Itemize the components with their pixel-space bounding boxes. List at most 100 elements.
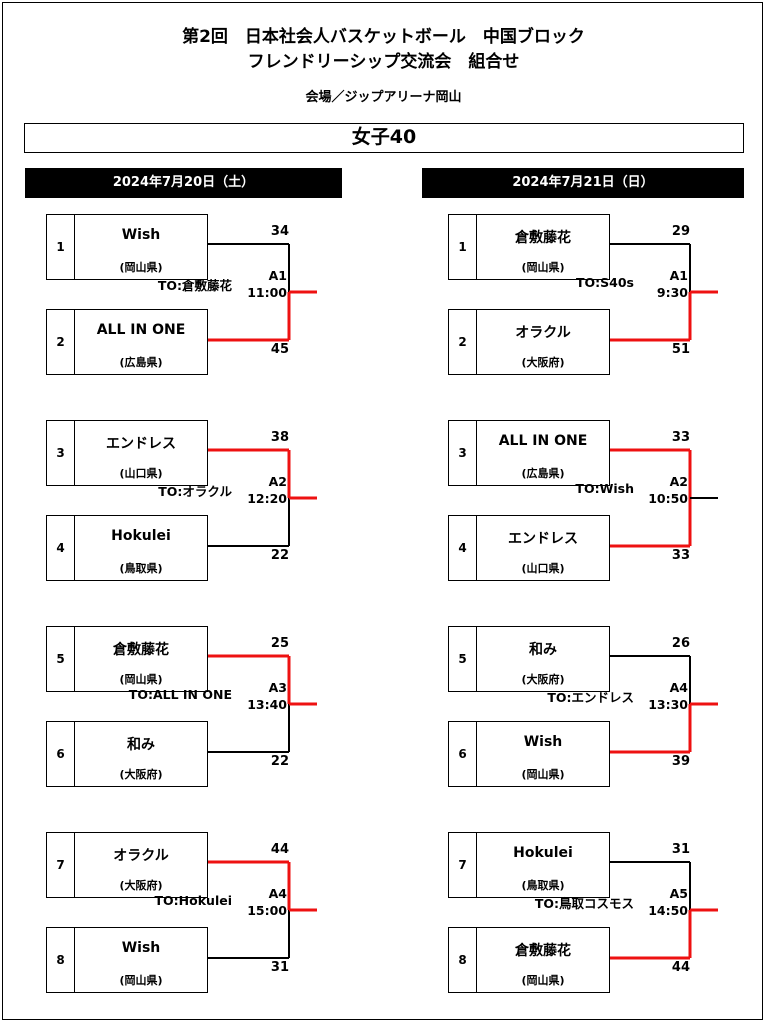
- seed-cell: 7: [47, 833, 75, 897]
- day1-game1-bottom-team: 2 ALL IN ONE (広島県): [46, 309, 208, 375]
- seed-number: 3: [56, 446, 65, 460]
- seed-number: 7: [458, 858, 467, 872]
- team-name: Wish: [523, 734, 563, 750]
- team-prefecture: (山口県): [119, 467, 163, 480]
- seed-cell: 5: [47, 627, 75, 691]
- team-name: 和み: [529, 642, 557, 658]
- team-name: Hokulei: [513, 845, 573, 861]
- seed-cell: 4: [47, 516, 75, 580]
- team-prefecture: (岡山県): [521, 768, 565, 781]
- day2-game2-top-score: 33: [671, 430, 690, 445]
- day2-game4-start-time: 14:50: [648, 903, 688, 918]
- day2-game4-game-id: A5: [669, 886, 688, 901]
- team-name: 倉敷藤花: [113, 642, 169, 658]
- page-subtitle: フレンドリーシップ交流会 組合せ: [247, 52, 520, 72]
- seed-cell: 4: [449, 516, 477, 580]
- day1-game4-top-team: 7 オラクル (大阪府): [46, 832, 208, 898]
- day1-game2-top-team: 3 エンドレス (山口県): [46, 420, 208, 486]
- day1-game2-start-time: 12:20: [247, 491, 287, 506]
- day1-game4-game-id: A4: [268, 886, 287, 901]
- seed-number: 6: [56, 747, 65, 761]
- day1-game4-table-officials: TO:Hokulei: [154, 893, 232, 908]
- seed-cell: 5: [449, 627, 477, 691]
- day2-game4-top-score: 31: [671, 842, 690, 857]
- day1-game1-top-score: 34: [270, 224, 289, 239]
- day1-game1-start-time: 11:00: [247, 285, 287, 300]
- day2-game2-bottom-score: 33: [671, 548, 690, 563]
- seed-number: 5: [458, 652, 467, 666]
- day2-game2-bottom-team: 4 エンドレス (山口県): [448, 515, 610, 581]
- team-prefecture: (山口県): [521, 562, 565, 575]
- team-name: Hokulei: [111, 528, 171, 544]
- team-name: オラクル: [113, 848, 169, 864]
- team-name: オラクル: [515, 325, 571, 341]
- day2-game1-top-score: 29: [671, 224, 690, 239]
- team-name: 倉敷藤花: [515, 230, 571, 246]
- category-banner: 女子40: [24, 123, 744, 153]
- team-prefecture: (岡山県): [119, 974, 163, 987]
- seed-number: 4: [458, 541, 467, 555]
- team-prefecture: (岡山県): [119, 261, 163, 274]
- team-name: エンドレス: [508, 531, 578, 547]
- team-name: 倉敷藤花: [515, 943, 571, 959]
- day1-game3-start-time: 13:40: [247, 697, 287, 712]
- team-prefecture: (広島県): [521, 467, 565, 480]
- seed-cell: 7: [449, 833, 477, 897]
- team-name: Wish: [121, 227, 161, 243]
- day2-game1-start-time: 9:30: [656, 285, 688, 300]
- team-prefecture: (岡山県): [521, 261, 565, 274]
- day2-game4-table-officials: TO:鳥取コスモス: [534, 896, 634, 911]
- team-name: エンドレス: [106, 436, 176, 452]
- seed-cell: 2: [47, 310, 75, 374]
- page-title: 第2回 日本社会人バスケットボール 中国ブロック: [182, 27, 585, 47]
- day2-date-header: 2024年7月21日（日）: [422, 168, 744, 198]
- day1-game4-top-score: 44: [270, 842, 289, 857]
- seed-number: 4: [56, 541, 65, 555]
- day2-game3-start-time: 13:30: [648, 697, 688, 712]
- team-name: ALL IN ONE: [96, 322, 186, 338]
- team-prefecture: (大阪府): [119, 768, 163, 781]
- day1-game3-top-score: 25: [270, 636, 289, 651]
- seed-number: 5: [56, 652, 65, 666]
- day2-game3-bottom-team: 6 Wish (岡山県): [448, 721, 610, 787]
- team-prefecture: (大阪府): [119, 879, 163, 892]
- seed-number: 2: [458, 335, 467, 349]
- day1-game2-top-score: 38: [270, 430, 289, 445]
- seed-number: 1: [56, 240, 65, 254]
- seed-number: 1: [458, 240, 467, 254]
- day2-game1-top-team: 1 倉敷藤花 (岡山県): [448, 214, 610, 280]
- venue-label: 会場／ジップアリーナ岡山: [305, 90, 462, 105]
- day2-game3-bottom-score: 39: [671, 754, 690, 769]
- day2-game1-bottom-score: 51: [671, 342, 690, 357]
- day1-game1-top-team: 1 Wish (岡山県): [46, 214, 208, 280]
- day1-game3-game-id: A3: [268, 680, 287, 695]
- day2-game1-table-officials: TO:S40s: [576, 275, 634, 290]
- day1-date-header: 2024年7月20日（土）: [25, 168, 342, 198]
- day1-game1-bottom-score: 45: [270, 342, 289, 357]
- day1-game2-bottom-score: 22: [270, 548, 289, 563]
- day2-game2-table-officials: TO:Wish: [575, 481, 634, 496]
- day1-game1-table-officials: TO:倉敷藤花: [157, 278, 232, 293]
- team-prefecture: (鳥取県): [119, 562, 163, 575]
- team-prefecture: (広島県): [119, 356, 163, 369]
- seed-cell: 6: [449, 722, 477, 786]
- seed-number: 8: [458, 953, 467, 967]
- seed-cell: 1: [47, 215, 75, 279]
- seed-number: 6: [458, 747, 467, 761]
- day2-game1-game-id: A1: [669, 268, 688, 283]
- day1-game2-game-id: A2: [268, 474, 287, 489]
- day2-game3-table-officials: TO:エンドレス: [547, 690, 634, 705]
- day2-game2-game-id: A2: [669, 474, 688, 489]
- seed-cell: 1: [449, 215, 477, 279]
- day2-game2-start-time: 10:50: [648, 491, 688, 506]
- day1-game2-table-officials: TO:オラクル: [158, 484, 232, 499]
- seed-number: 3: [458, 446, 467, 460]
- day2-game3-game-id: A4: [669, 680, 688, 695]
